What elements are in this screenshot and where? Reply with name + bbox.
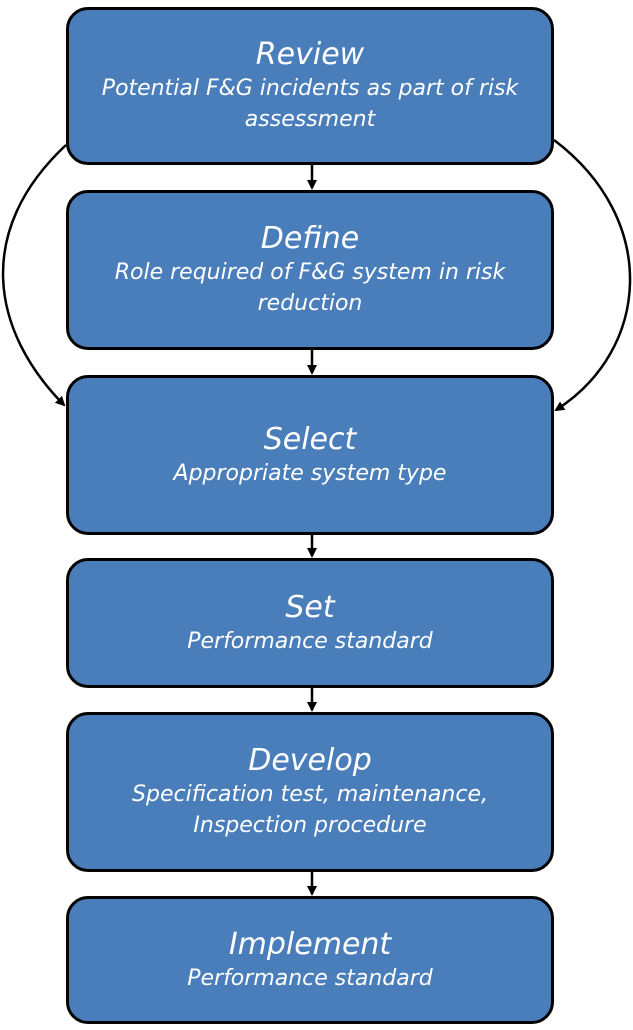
step-review: Review Potential F&G incidents as part o… xyxy=(66,7,554,165)
step-description: Specification test, maintenance, Inspect… xyxy=(132,782,488,838)
step-implement: Implement Performance standard xyxy=(66,896,554,1024)
step-title: Review xyxy=(255,37,365,72)
step-description: Performance standard xyxy=(187,965,433,991)
step-select: Select Appropriate system type xyxy=(66,375,554,535)
bypass-arrow-left xyxy=(1,144,67,407)
step-description: Role required of F&G system in risk redu… xyxy=(114,260,506,316)
step-title: Select xyxy=(263,421,357,457)
step-define: Define Role required of F&G system in ri… xyxy=(66,190,554,350)
step-description: Potential F&G incidents as part of risk … xyxy=(101,76,519,132)
bypass-arrow-right xyxy=(553,139,632,412)
step-title: Define xyxy=(260,221,360,256)
step-title: Implement xyxy=(228,926,392,962)
step-develop: Develop Specification test, maintenance,… xyxy=(66,712,554,872)
step-title: Set xyxy=(285,589,335,625)
step-description: Appropriate system type xyxy=(173,460,447,486)
step-description: Performance standard xyxy=(187,628,433,654)
step-title: Develop xyxy=(248,743,372,778)
step-set: Set Performance standard xyxy=(66,558,554,688)
